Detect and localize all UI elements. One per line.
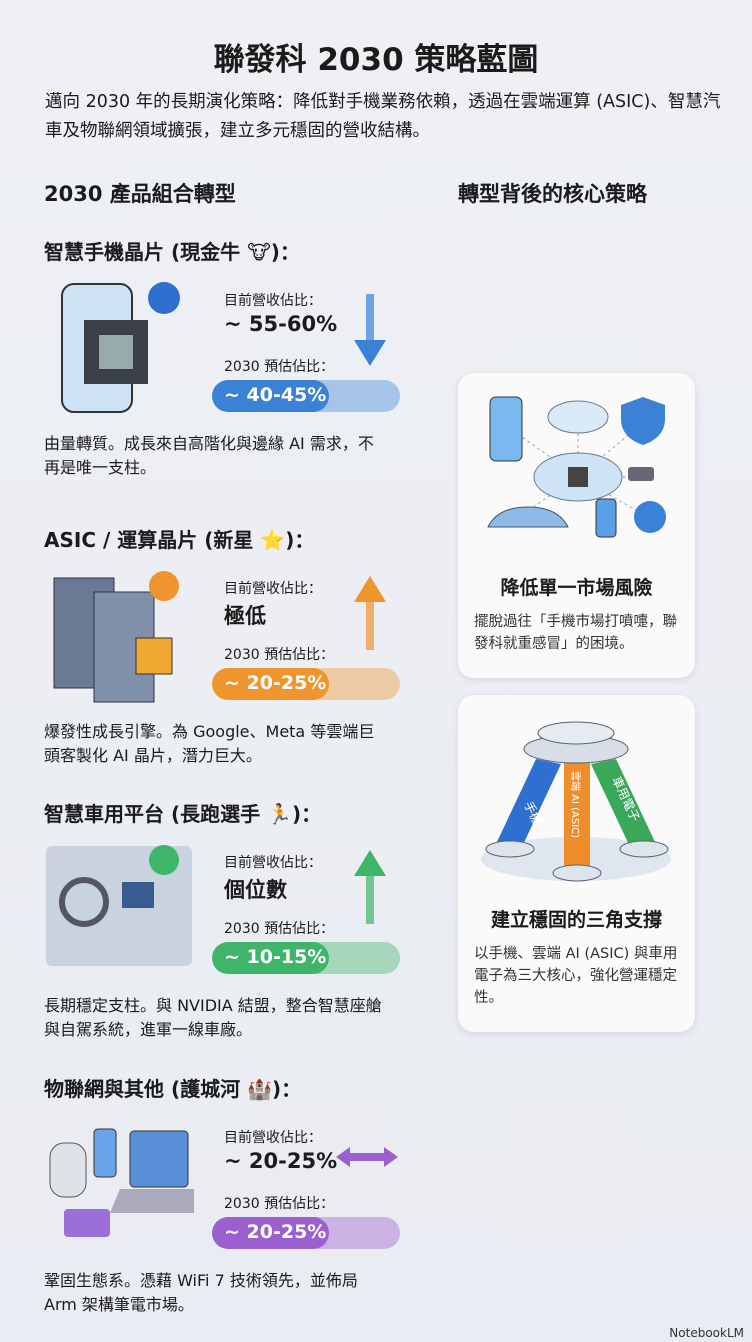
forecast-share-value: ~ 20-25% — [224, 672, 327, 694]
forecast-share-bar: ~ 40-45% — [212, 380, 400, 412]
current-share-value: 極低 — [224, 604, 266, 628]
current-share-value: ~ 20-25% — [224, 1149, 338, 1173]
forecast-share-bar: ~ 20-25% — [212, 668, 400, 700]
segment-illustration-icon — [61, 282, 180, 413]
segment-illustration-icon — [49, 1128, 194, 1237]
segment-desc: 由量轉質。成長來自高階化與邊緣 AI 需求，不再是唯一支柱。 — [44, 434, 374, 477]
segment-desc: 爆發性成長引擎。為 Google、Meta 等雲端巨頭客製化 AI 晶片，潛力巨… — [44, 722, 375, 765]
forecast-share-label: 2030 預估佔比： — [224, 1196, 335, 1212]
trend-up-arrow-icon — [354, 850, 386, 924]
card-desc: 以手機、雲端 AI (ASIC) 與車用電子為三大核心，強化營運穩定性。 — [474, 946, 678, 1006]
trend-down-arrow-icon — [354, 294, 386, 366]
forecast-share-label: 2030 預估佔比： — [224, 921, 335, 937]
segment-title: 物聯網與其他 (護城河 🏰)： — [44, 1077, 302, 1101]
forecast-share-value: ~ 10-15% — [224, 946, 327, 968]
trend-flat-arrow-icon — [336, 1147, 398, 1167]
strategy-card-risk: 降低單一市場風險 擺脫過往「手機市場打噴嚏，聯發科就重感冒」的困境。 — [458, 373, 695, 678]
trend-up-arrow-icon — [354, 576, 386, 650]
current-share-label: 目前營收佔比： — [224, 581, 322, 597]
forecast-share-bar: ~ 20-25% — [212, 1217, 400, 1249]
forecast-share-value: ~ 20-25% — [224, 1221, 327, 1243]
right-heading: 轉型背後的核心策略 — [458, 182, 647, 206]
segment-illustration-icon — [53, 571, 179, 703]
current-share-label: 目前營收佔比： — [224, 855, 322, 871]
forecast-share-label: 2030 預估佔比： — [224, 359, 335, 375]
notebooklm-watermark: NotebookLM — [669, 1326, 744, 1340]
strategy-card-tripod: 手機 雲端 AI (ASIC) 車用電子 建立穩固的三角支撐 以手機、雲端 AI… — [458, 695, 695, 1032]
subtitle: 邁向 2030 年的長期演化策略：降低對手機業務依賴，透過在雲端運算 (ASIC… — [45, 92, 721, 141]
tripod-pillars-icon: 手機 雲端 AI (ASIC) 車用電子 — [481, 721, 671, 882]
segment-title: 智慧手機晶片 (現金牛 🐮)： — [44, 240, 300, 264]
segment-illustration-icon — [46, 845, 192, 966]
card-title: 建立穩固的三角支撐 — [490, 909, 662, 931]
segment-desc: 鞏固生態系。憑藉 WiFi 7 技術領先，並佈局 Arm 架構筆電市場。 — [44, 1271, 358, 1314]
connected-devices-icon — [487, 396, 666, 538]
card-title: 降低單一市場風險 — [500, 577, 653, 599]
segment-desc: 長期穩定支柱。與 NVIDIA 結盟，整合智慧座艙與自駕系統，進軍一線車廠。 — [44, 996, 382, 1039]
segment-title: 智慧車用平台 (長跑選手 🏃)： — [44, 802, 322, 826]
card-desc: 擺脫過往「手機市場打噴嚏，聯發科就重感冒」的困境。 — [474, 614, 677, 652]
forecast-share-value: ~ 40-45% — [224, 384, 327, 406]
forecast-share-label: 2030 預估佔比： — [224, 647, 335, 663]
current-share-label: 目前營收佔比： — [224, 1130, 322, 1146]
pillar-label-cloud: 雲端 AI (ASIC) — [569, 771, 582, 838]
page-title: 聯發科 2030 策略藍圖 — [213, 42, 539, 78]
current-share-value: 個位數 — [224, 878, 287, 902]
left-heading: 2030 產品組合轉型 — [44, 182, 236, 206]
segment-title: ASIC / 運算晶片 (新星 ⭐)： — [44, 528, 315, 552]
current-share-label: 目前營收佔比： — [224, 293, 322, 309]
forecast-share-bar: ~ 10-15% — [212, 942, 400, 974]
current-share-value: ~ 55-60% — [224, 312, 338, 336]
